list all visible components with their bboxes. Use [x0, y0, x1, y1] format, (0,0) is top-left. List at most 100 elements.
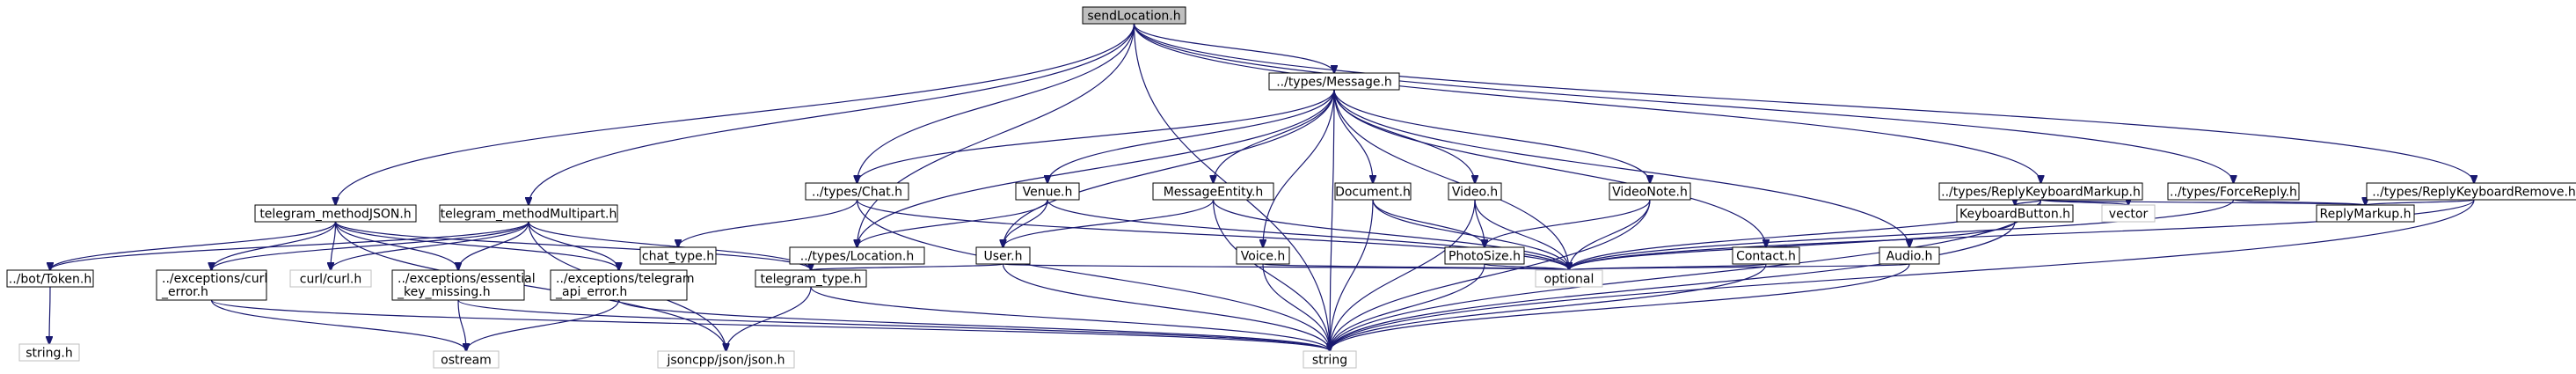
node-vector: vector	[2101, 204, 2156, 223]
node-box-token	[6, 269, 94, 288]
edge-essential-to-ostream	[457, 299, 466, 351]
node-box-root	[1082, 6, 1186, 25]
edge-tmjson-to-curlerr	[212, 221, 337, 270]
node-box-tgtype	[755, 269, 867, 288]
node-curlerr[interactable]: ../exceptions/curl_error.h	[156, 269, 267, 301]
node-videonote[interactable]: VideoNote.h	[1609, 182, 1691, 201]
node-label-videonote: VideoNote.h	[1612, 186, 1688, 200]
edge-voice-to-optional	[1262, 264, 1569, 270]
node-msgentity[interactable]: MessageEntity.h	[1152, 182, 1274, 201]
node-message[interactable]: ../types/Message.h	[1268, 72, 1400, 91]
node-token[interactable]: ../bot/Token.h	[6, 269, 94, 288]
node-box-curl	[289, 269, 372, 288]
edge-message-to-voice	[1263, 89, 1335, 247]
node-user[interactable]: User.h	[975, 246, 1031, 265]
edge-tgtype-to-string	[810, 286, 1330, 351]
node-replykbremove[interactable]: ../types/ReplyKeyboardRemove.h	[2366, 182, 2576, 201]
node-label-forcereply: ../types/ForceReply.h	[2170, 186, 2297, 200]
node-photosize[interactable]: PhotoSize.h	[1444, 246, 1525, 265]
node-essential[interactable]: ../exceptions/essential_key_missing.h	[391, 269, 536, 301]
edge-tmjson-to-apierr	[334, 221, 619, 270]
node-label-curlerr: ../exceptions/curl_error.h	[161, 272, 267, 299]
edge-essential-to-string	[457, 299, 1330, 351]
edge-root-to-replykb	[1133, 23, 2041, 183]
edge-curlerr-to-ostream	[210, 299, 467, 351]
node-chat[interactable]: ../types/Chat.h	[805, 182, 909, 201]
node-kbbutton[interactable]: KeyboardButton.h	[1956, 204, 2074, 223]
node-box-audio	[1879, 246, 1940, 265]
edge-root-to-replykbremove	[1133, 23, 2475, 183]
edge-video-to-optional	[1474, 199, 1569, 270]
edge-message-to-msgentity	[1214, 89, 1335, 183]
edge-message-to-videonote	[1333, 89, 1650, 183]
node-box-jsoncpp	[657, 350, 795, 369]
node-label-photosize: PhotoSize.h	[1449, 250, 1521, 264]
edge-replykbremove-to-string	[1330, 199, 2475, 351]
node-label-vector: vector	[2109, 208, 2149, 222]
node-label-apierr: ../exceptions/telegram_api_error.h	[555, 272, 695, 299]
edge-root-to-chat	[857, 23, 1135, 183]
node-replymarkup[interactable]: ReplyMarkup.h	[2316, 204, 2415, 223]
node-replykb[interactable]: ../types/ReplyKeyboardMarkup.h	[1938, 182, 2143, 201]
edge-voice-to-string	[1262, 263, 1330, 351]
edge-chat-to-string	[856, 199, 1331, 351]
edge-message-to-video	[1333, 89, 1475, 183]
node-box-apierr	[550, 269, 688, 301]
nodes-layer: sendLocation.h ../types/Message.h ../types…	[6, 6, 2576, 369]
node-chattype[interactable]: chat_type.h	[639, 246, 717, 265]
node-box-essential	[391, 269, 525, 301]
edge-msgentity-to-optional	[1212, 199, 1570, 270]
edge-message-to-venue	[1047, 89, 1335, 183]
edge-forcereply-to-replymarkup	[2232, 200, 2366, 205]
edge-tmmulti-to-token	[50, 221, 529, 270]
edge-root-to-forcereply	[1133, 23, 2234, 183]
node-video[interactable]: Video.h	[1448, 182, 1502, 201]
edge-audio-to-optional	[1569, 264, 1910, 270]
node-venue[interactable]: Venue.h	[1015, 182, 1080, 201]
node-box-chat	[805, 182, 909, 201]
node-string: string	[1303, 350, 1357, 369]
node-tmmulti[interactable]: telegram_methodMultipart.h	[439, 204, 618, 223]
node-label-string: string	[1312, 354, 1347, 368]
node-label-venue: Venue.h	[1023, 186, 1073, 200]
node-location[interactable]: ../types/Location.h	[789, 246, 925, 265]
node-root[interactable]: sendLocation.h	[1082, 6, 1186, 25]
node-box-location	[789, 246, 925, 265]
node-forcereply[interactable]: ../types/ForceReply.h	[2167, 182, 2300, 201]
node-voice[interactable]: Voice.h	[1236, 246, 1290, 265]
node-box-videonote	[1609, 182, 1691, 201]
node-box-user	[975, 246, 1031, 265]
node-label-chattype: chat_type.h	[642, 250, 714, 264]
node-tgtype[interactable]: telegram_type.h	[755, 269, 867, 288]
edge-forcereply-to-optional	[1569, 199, 2235, 270]
edge-apierr-to-string	[617, 299, 1331, 351]
node-label-stringh: string.h	[26, 347, 73, 361]
node-box-tmjson	[254, 204, 417, 223]
node-audio[interactable]: Audio.h	[1879, 246, 1940, 265]
edge-token-to-stringh	[49, 286, 50, 344]
edge-tmmulti-to-essential	[458, 221, 529, 270]
edge-root-to-message	[1133, 23, 1335, 73]
node-label-jsoncpp: jsoncpp/json/json.h	[666, 354, 784, 368]
node-jsoncpp: jsoncpp/json/json.h	[657, 350, 795, 369]
node-box-replykb	[1938, 182, 2143, 201]
edge-root-to-location	[857, 23, 1135, 247]
node-box-forcereply	[2167, 182, 2300, 201]
node-tmjson[interactable]: telegram_methodJSON.h	[254, 204, 417, 223]
node-document[interactable]: Document.h	[1334, 182, 1412, 201]
node-apierr[interactable]: ../exceptions/telegram_api_error.h	[550, 269, 695, 301]
edge-tmmulti-to-curlerr	[212, 221, 529, 270]
node-contact[interactable]: Contact.h	[1732, 246, 1800, 265]
edge-videonote-to-string	[1330, 199, 1651, 351]
node-box-document	[1334, 182, 1412, 201]
edge-replykbremove-to-replymarkup	[2366, 200, 2475, 205]
node-box-vector	[2101, 204, 2156, 223]
node-label-tgtype: telegram_type.h	[760, 273, 861, 287]
edge-venue-to-optional	[1047, 199, 1569, 270]
node-optional: optional	[1535, 269, 1603, 288]
node-box-venue	[1015, 182, 1080, 201]
node-box-stringh	[18, 343, 80, 362]
node-label-msgentity: MessageEntity.h	[1164, 186, 1264, 200]
node-label-contact: Contact.h	[1736, 250, 1796, 264]
node-box-replykbremove	[2366, 182, 2576, 201]
